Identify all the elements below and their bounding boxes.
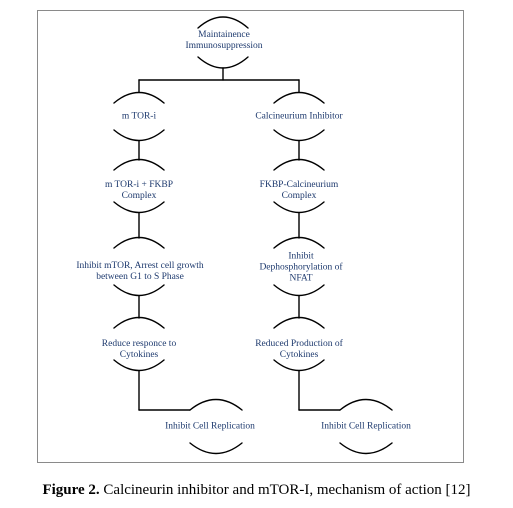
node-inhibit-mtor: Inhibit mTOR, Arrest cell growth between…	[76, 261, 203, 283]
node-reduced-production: Reduced Production of Cytokines	[255, 339, 343, 361]
node-inhibit-dephosphorylation-line-1: Inhibit	[288, 251, 314, 262]
node-mtor-fkbp-complex-line-1: m TOR-i + FKBP	[104, 180, 174, 190]
left-5-bottom-arc	[189, 442, 243, 455]
figure-frame	[37, 10, 464, 463]
right-1-top-arc	[273, 91, 325, 104]
node-root-line-1: Maintainence	[198, 30, 250, 40]
node-fkbp-calcineurium-complex-line-1: FKBP-Calcineurium	[259, 180, 339, 190]
node-inhibit-mtor-line-1: Inhibit mTOR, Arrest cell growth	[76, 261, 204, 271]
node-mtor-i-line-1: m TOR-i	[121, 111, 157, 122]
node-reduced-production-line-2: Cytokines	[279, 350, 319, 360]
root-top-arc	[197, 16, 249, 29]
left-3-top-arc	[113, 236, 165, 249]
right-4-bottom-arc	[273, 359, 325, 372]
node-inhibit-dephosphorylation-line-2: Dephosphorylation of	[259, 262, 343, 273]
figure-caption: Figure 2. Calcineurin inhibitor and mTOR…	[0, 482, 513, 499]
node-reduced-production-line-1: Reduced Production of	[255, 339, 343, 349]
right-4-top-arc	[273, 316, 325, 329]
node-reduce-response-line-2: Cytokines	[119, 350, 159, 360]
node-right-inhibit-cell-replication: Inhibit Cell Replication	[321, 422, 411, 433]
node-calcineurium-inhibitor-line-1: Calcineurium Inhibitor	[255, 111, 343, 122]
figure-caption-text: Calcineurin inhibitor and mTOR-I, mechan…	[99, 482, 471, 498]
node-mtor-fkbp-complex: m TOR-i + FKBP Complex	[105, 180, 173, 202]
right-2-top-arc	[273, 158, 325, 171]
node-root: Maintainence Immunosuppression	[185, 30, 262, 52]
left-3-bottom-arc	[113, 284, 165, 297]
left-4-bottom-arc	[113, 359, 165, 372]
node-reduce-response: Reduce responce to Cytokines	[102, 339, 176, 361]
right-2-bottom-arc	[273, 201, 325, 214]
right-1-bottom-arc	[273, 129, 325, 142]
right-5-top-arc	[339, 398, 393, 411]
node-left-inhibit-cell-replication: Inhibit Cell Replication	[165, 422, 255, 433]
left-1-bottom-arc	[113, 129, 165, 142]
node-left-inhibit-cell-replication-line-1: Inhibit Cell Replication	[165, 421, 255, 432]
figure-caption-label: Figure 2.	[42, 482, 100, 498]
node-inhibit-dephosphorylation: Inhibit Dephosphorylation of NFAT	[259, 252, 342, 285]
left-5-top-arc	[189, 398, 243, 411]
node-right-inhibit-cell-replication-line-1: Inhibit Cell Replication	[321, 421, 411, 432]
node-calcineurium-inhibitor: Calcineurium Inhibitor	[255, 112, 342, 123]
node-reduce-response-line-1: Reduce responce to	[101, 339, 177, 349]
node-fkbp-calcineurium-complex-line-2: Complex	[281, 191, 317, 201]
node-mtor-fkbp-complex-line-2: Complex	[121, 191, 157, 201]
left-2-top-arc	[113, 158, 165, 171]
node-inhibit-mtor-line-2: between G1 to S Phase	[96, 272, 184, 282]
right-3-bottom-arc	[273, 284, 325, 297]
right-5-bottom-arc	[339, 442, 393, 455]
node-mtor-i: m TOR-i	[122, 112, 156, 123]
right-3-top-arc	[273, 236, 325, 249]
root-bottom-arc	[197, 56, 249, 69]
left-2-bottom-arc	[113, 201, 165, 214]
node-inhibit-dephosphorylation-line-3: NFAT	[289, 273, 313, 284]
node-fkbp-calcineurium-complex: FKBP-Calcineurium Complex	[260, 180, 339, 202]
node-root-line-2: Immunosuppression	[185, 41, 263, 51]
left-1-top-arc	[113, 91, 165, 104]
left-4-top-arc	[113, 316, 165, 329]
